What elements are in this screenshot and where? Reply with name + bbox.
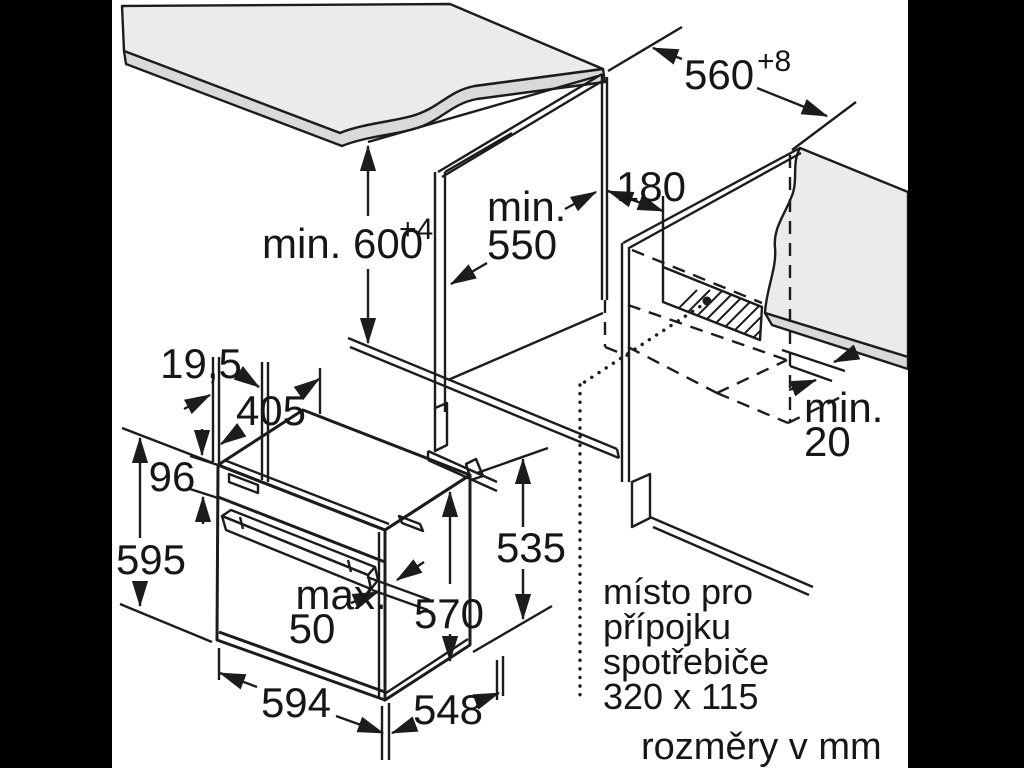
dim-niche-depth-label2: 550 <box>487 221 557 268</box>
dim-rear-body-height: 535 <box>472 446 566 654</box>
dim-niche-width-label: 560 <box>684 51 754 98</box>
dim-front-frame-offset: 19,5 <box>160 340 260 464</box>
dim-niche-depth-label1: min. <box>487 183 566 230</box>
dim-niche-height-tolerance: +4 <box>399 213 433 246</box>
dim-niche-width: 560 +8 <box>607 25 857 151</box>
dim-top-recess: 405 <box>220 362 322 482</box>
left-niche <box>347 72 629 493</box>
dim-oven-depth-label: 548 <box>413 686 483 733</box>
note-line-3: spotřebiče <box>603 641 769 682</box>
control-panel-line <box>217 495 386 564</box>
dim-rear-clearance: min. 20 <box>781 344 883 465</box>
dim-cutout-offset: 180 <box>606 163 686 267</box>
dim-body-height: 570 <box>414 490 484 663</box>
dim-rear-clearance-label2: 20 <box>804 418 851 465</box>
dim-handle-protrusion-label2: 50 <box>289 605 336 652</box>
dim-niche-height-label: min. 600 <box>262 220 423 267</box>
dim-oven-height-label: 595 <box>116 536 186 583</box>
dim-oven-height: 595 <box>116 426 214 644</box>
dim-oven-depth: 548 <box>390 656 505 735</box>
dim-front-frame-offset-label: 19,5 <box>160 340 242 387</box>
dim-oven-width: 594 <box>217 648 391 760</box>
dim-cutout-offset-label: 180 <box>616 163 686 210</box>
left-niche-foot <box>433 401 449 453</box>
dim-rear-clearance-label1: min. <box>804 384 883 431</box>
side-grip-slot <box>397 514 425 533</box>
leader-dotted-diagonal <box>578 300 709 387</box>
units-note: rozměry v mm <box>641 726 882 768</box>
dim-handle-protrusion-label1: max. <box>295 571 386 618</box>
dim-top-recess-label: 405 <box>236 387 306 434</box>
dim-oven-width-label: 594 <box>261 679 331 726</box>
dim-body-height-label: 570 <box>414 590 484 637</box>
note-line-4: 320 x 115 <box>603 676 758 717</box>
dim-rear-body-height-label: 535 <box>496 524 566 571</box>
control-panel-slot <box>227 472 260 495</box>
oven-right-face <box>383 473 472 702</box>
right-cabinet <box>578 146 910 697</box>
note-line-2: přípojku <box>603 606 731 647</box>
countertop-front-edge <box>122 49 607 148</box>
dim-control-panel-height: 96 <box>149 429 219 524</box>
note-connection-area: místo pro přípojku spotřebiče 320 x 115 <box>603 571 769 717</box>
dim-niche-width-tolerance: +8 <box>757 45 791 78</box>
wall-edge-line <box>367 74 599 144</box>
dim-niche-height: min. 600 +4 <box>262 144 433 345</box>
dim-handle-protrusion: max. 50 <box>289 559 431 652</box>
dim-control-panel-height-label: 96 <box>149 453 196 500</box>
letterbox-left <box>0 0 112 768</box>
note-line-1: místo pro <box>603 571 753 612</box>
letterbox-right <box>908 0 1024 768</box>
countertop <box>120 2 607 148</box>
dim-niche-depth: min. 550 <box>449 183 598 286</box>
wall-panel <box>763 146 910 359</box>
